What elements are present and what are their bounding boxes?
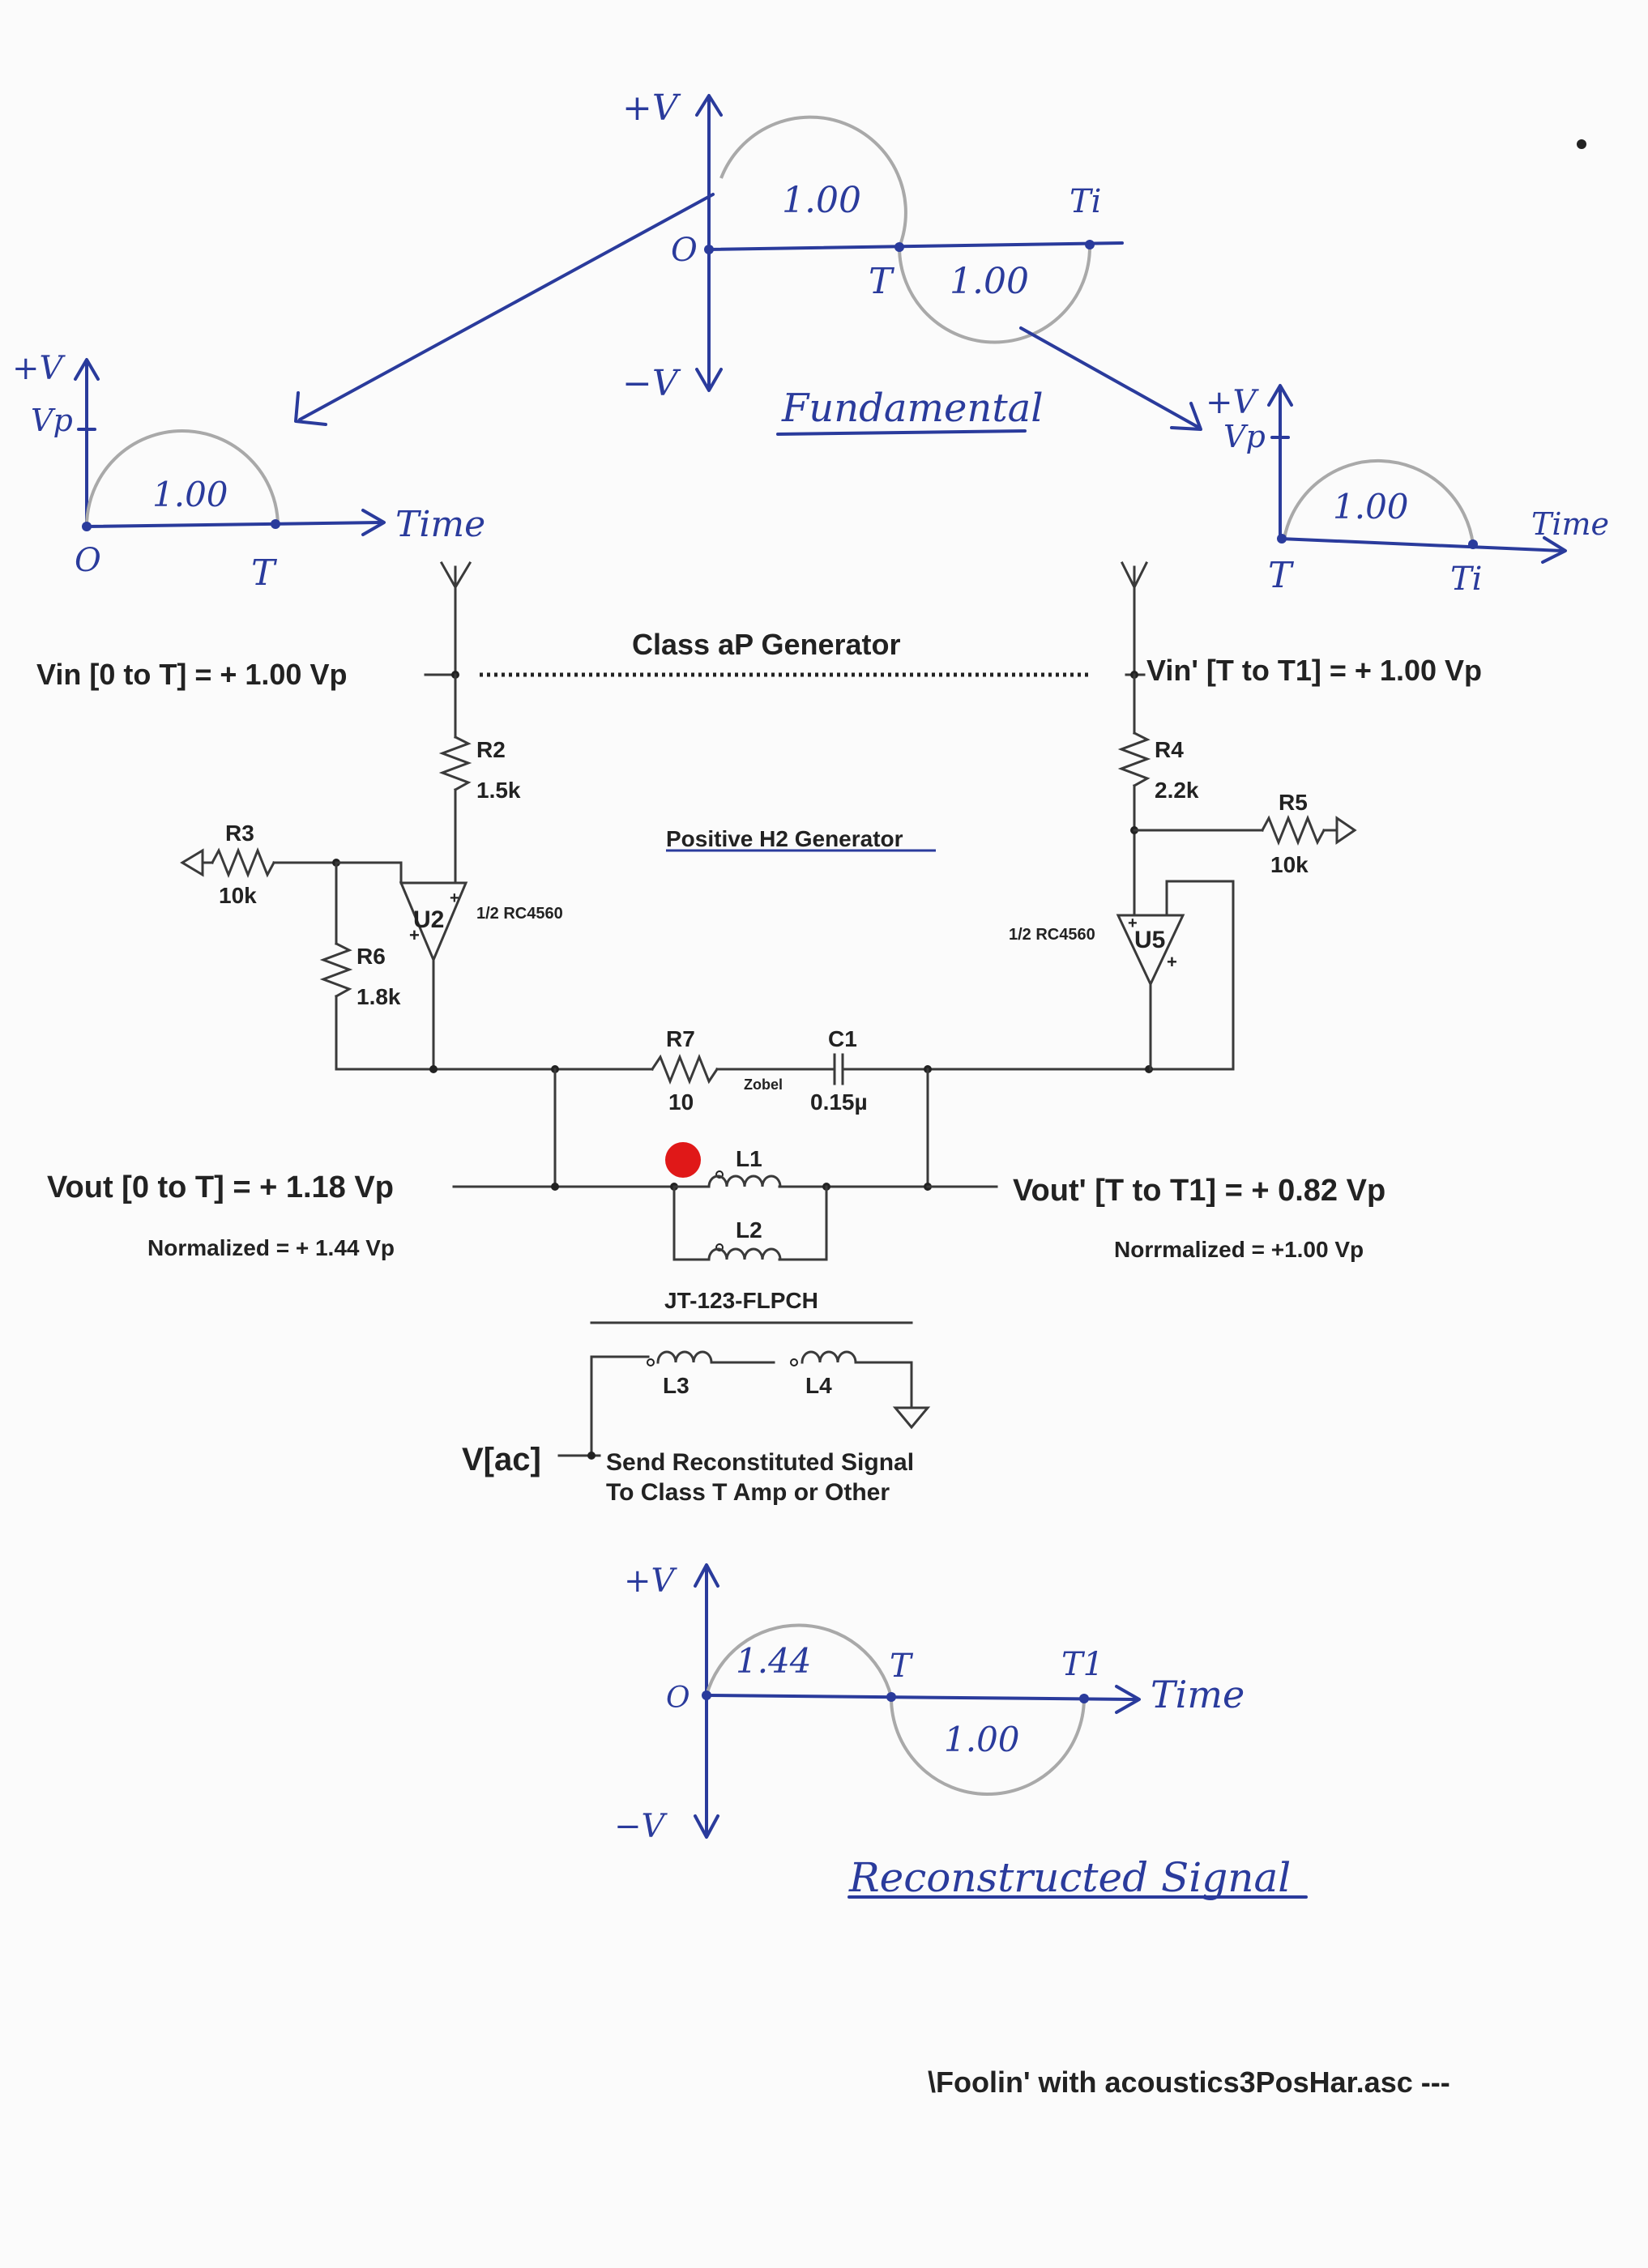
- vout-normalized: Normalized = + 1.44 Vp: [147, 1235, 395, 1260]
- right-plus-v: +V: [1206, 384, 1260, 421]
- vin-label: Vin [0 to T] = + 1.00 Vp: [36, 658, 347, 691]
- recon-pos-value: 1.44: [736, 1641, 812, 1681]
- left-time: Time: [395, 504, 485, 545]
- svg-text:+: +: [1167, 952, 1177, 972]
- r3-label: R3: [225, 821, 254, 846]
- c1-label: C1: [828, 1026, 857, 1051]
- footer-filename: \Foolin' with acoustics3PosHar.asc ---: [928, 2066, 1450, 2099]
- r7-label: R7: [666, 1026, 695, 1051]
- zobel-label: Zobel: [744, 1076, 783, 1093]
- r4-value: 2.2k: [1155, 778, 1199, 803]
- recon-title: Reconstructed Signal: [848, 1854, 1291, 1901]
- reconstructed-waveform: +V −V O 1.44 T T1 1.00 Time Reconstructe…: [614, 1562, 1308, 1901]
- vout-label: Vout [0 to T] = + 1.18 Vp: [47, 1170, 394, 1204]
- l4-label: L4: [805, 1373, 832, 1398]
- right-value: 1.00: [1333, 487, 1409, 526]
- fund-origin: O: [671, 232, 698, 269]
- vout2-normalized: Norrmalized = +1.00 Vp: [1114, 1237, 1364, 1262]
- fund-t1-label: Ti: [1069, 183, 1101, 220]
- fund-minus-v: −V: [622, 363, 681, 404]
- fund-title: Fundamental: [781, 386, 1044, 431]
- fund-plus-v: +V: [622, 87, 681, 129]
- r4-label: R4: [1155, 737, 1184, 762]
- r5-value: 10k: [1270, 852, 1309, 877]
- r6-label: R6: [356, 944, 386, 969]
- left-origin: O: [75, 542, 101, 579]
- r7-value: 10: [668, 1089, 694, 1115]
- red-marker: [665, 1142, 701, 1178]
- send-line-1: Send Reconstituted Signal: [606, 1449, 914, 1476]
- fundamental-waveform: +V −V O T Ti 1.00 1.00 Fundamental: [294, 87, 1202, 436]
- r6-value: 1.8k: [356, 984, 401, 1009]
- r5-label: R5: [1279, 790, 1308, 815]
- recon-neg-value: 1.00: [944, 1720, 1020, 1759]
- left-half-wave: +V Vp 1.00 O T Time: [12, 350, 485, 594]
- u2-label: U2: [413, 906, 444, 933]
- send-line-2: To Class T Amp or Other: [606, 1479, 890, 1506]
- fund-t-label: T: [869, 261, 895, 302]
- right-half-wave: +V Vp 1.00 T Ti Time: [1206, 384, 1609, 598]
- left-vp: Vp: [31, 403, 73, 438]
- fund-pos-value: 1.00: [782, 180, 861, 221]
- recon-origin: O: [666, 1682, 690, 1715]
- generator-title: Class aP Generator: [632, 628, 901, 661]
- u5-label: U5: [1134, 927, 1165, 953]
- h2-generator-title: Positive H2 Generator: [666, 826, 903, 851]
- schematic: Class aP Generator Vin [0 to T] = + 1.00…: [36, 561, 1482, 1506]
- u5-part: 1/2 RC4560: [1009, 926, 1095, 944]
- recon-plus-v: +V: [624, 1562, 678, 1600]
- recon-time: Time: [1151, 1673, 1245, 1716]
- u2-part: 1/2 RC4560: [476, 905, 563, 923]
- svg-text:+: +: [1128, 914, 1138, 932]
- vout2-label: Vout' [T to T1] = + 0.82 Vp: [1013, 1174, 1385, 1208]
- l3-label: L3: [663, 1373, 690, 1398]
- svg-text:+: +: [409, 925, 420, 945]
- r3-value: 10k: [219, 883, 257, 908]
- l2-label: L2: [736, 1217, 762, 1243]
- left-plus-v: +V: [12, 350, 66, 387]
- right-t-label: T: [1268, 555, 1295, 596]
- r2-label: R2: [476, 737, 506, 762]
- left-value: 1.00: [152, 475, 228, 514]
- l1-label: L1: [736, 1146, 762, 1171]
- right-time: Time: [1531, 506, 1609, 542]
- right-vp: Vp: [1223, 419, 1266, 454]
- fund-neg-value: 1.00: [950, 261, 1029, 302]
- vac-label: V[ac]: [462, 1442, 541, 1477]
- right-t1-label: Ti: [1450, 561, 1482, 598]
- left-t-label: T: [251, 552, 278, 594]
- transformer-label: JT-123-FLPCH: [664, 1288, 818, 1313]
- c1-value: 0.15µ: [810, 1089, 868, 1115]
- svg-text:+: +: [450, 889, 459, 907]
- recon-t1-label: T1: [1061, 1646, 1104, 1683]
- recon-t-label: T: [890, 1648, 914, 1685]
- vin2-label: Vin' [T to T1] = + 1.00 Vp: [1146, 654, 1482, 687]
- r2-value: 1.5k: [476, 778, 521, 803]
- recon-minus-v: −V: [614, 1808, 668, 1845]
